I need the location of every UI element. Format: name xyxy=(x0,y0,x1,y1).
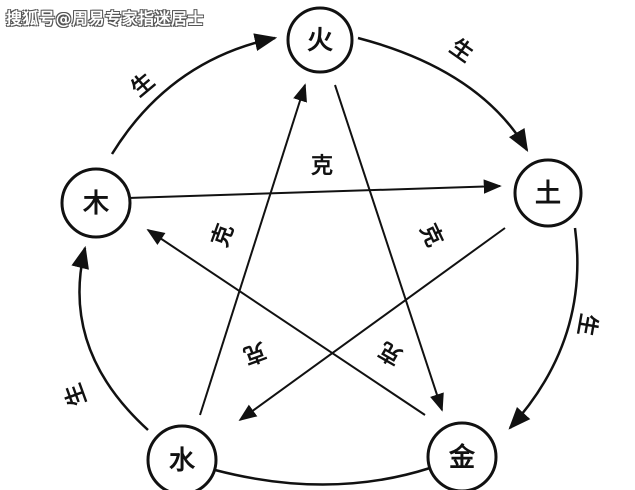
node-water: 水 xyxy=(146,424,218,490)
node-fire: 火 xyxy=(286,6,354,74)
line-metal-to-wood xyxy=(146,229,426,416)
arc-earth-to-metal xyxy=(508,227,579,430)
arc-wood-to-fire xyxy=(110,33,278,155)
overcome-label-left: 克 xyxy=(207,221,239,251)
generating-cycle xyxy=(71,33,579,486)
node-wood: 木 xyxy=(60,167,132,239)
node-metal-label: 金 xyxy=(448,442,476,473)
overcome-label-right: 克 xyxy=(415,220,448,251)
arc-metal-to-water xyxy=(214,466,431,486)
overcome-labels: 克 克 克 克 克 xyxy=(207,153,448,370)
overcoming-star xyxy=(127,83,506,422)
arc-fire-to-earth xyxy=(357,36,529,152)
line-earth-to-water xyxy=(238,227,506,422)
line-fire-to-metal xyxy=(334,84,444,412)
overcome-label-lower-left: 克 xyxy=(240,337,270,369)
generate-label-fire-earth: 生 xyxy=(445,34,478,68)
generate-label-water-wood: 生 xyxy=(60,380,92,410)
node-water-label: 水 xyxy=(169,446,196,476)
overcome-label-top: 克 xyxy=(311,153,333,179)
arc-water-to-wood xyxy=(71,245,149,431)
node-earth: 土 xyxy=(513,158,583,228)
node-earth-label: 土 xyxy=(535,179,561,209)
node-metal: 金 xyxy=(426,421,498,490)
line-wood-to-earth xyxy=(127,179,502,199)
watermark: 搜狐号@周易专家指迷居士 xyxy=(6,9,205,28)
overcome-label-lower-right: 克 xyxy=(374,336,406,370)
generate-label-earth-metal: 生 xyxy=(572,312,601,338)
node-fire-label: 火 xyxy=(307,26,333,56)
node-wood-label: 木 xyxy=(82,189,109,219)
line-water-to-fire xyxy=(199,83,307,416)
generate-label-wood-fire: 生 xyxy=(126,68,160,102)
